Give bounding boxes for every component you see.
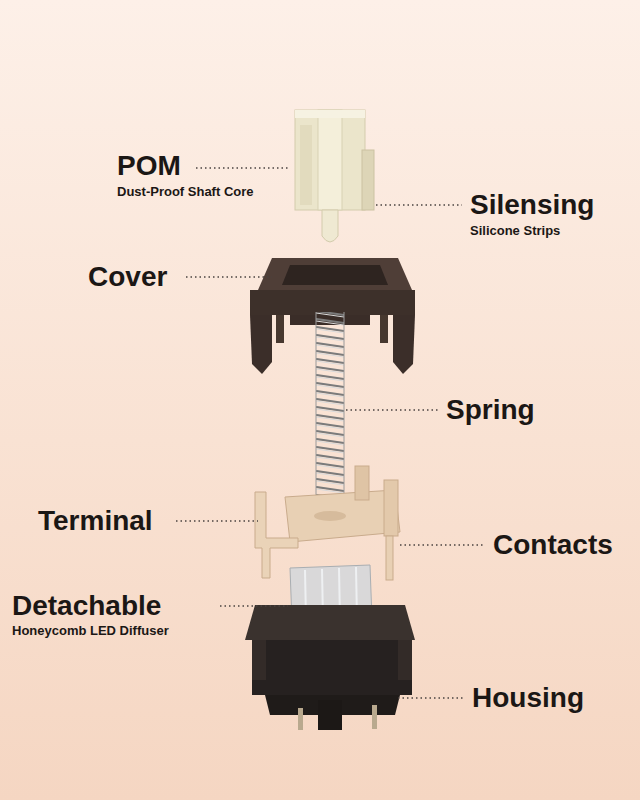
spring-seat [314, 511, 346, 521]
contacts [255, 466, 400, 580]
part-name: POM [117, 150, 181, 182]
contact-leaf [384, 480, 398, 536]
cover-leg [250, 315, 272, 374]
part-note: Dust-Proof Shaft Core [117, 185, 254, 200]
housing-clip [398, 640, 412, 680]
cover-top [258, 258, 412, 290]
part-name: Silensing [470, 189, 594, 221]
leader-line [400, 544, 485, 545]
part-name: Contacts [493, 529, 613, 561]
leader-line [186, 276, 272, 277]
housing-pin [372, 705, 377, 729]
part-note: Honeycomb LED Diffuser [12, 624, 169, 639]
contact-plate [285, 490, 400, 542]
stem-top [295, 110, 365, 118]
part-name: Detachable [12, 590, 161, 622]
spring-coils [316, 312, 344, 518]
leader-line [346, 409, 438, 410]
contact-pin [386, 536, 393, 580]
housing-body [252, 640, 412, 695]
leader-line [176, 520, 258, 521]
part-name: Terminal [38, 505, 153, 537]
cover-leg [393, 315, 415, 374]
cover-front [250, 290, 415, 315]
silicone-strip [362, 150, 374, 210]
leader-line [196, 167, 290, 168]
part-name: Spring [446, 394, 535, 426]
cover-clip [380, 315, 388, 343]
cover-hole [282, 265, 388, 285]
spring-edge [316, 312, 317, 518]
part-name: Cover [88, 261, 167, 293]
stem-pin [322, 210, 338, 242]
leader-line [398, 697, 464, 698]
cover-clip [276, 315, 284, 343]
housing-rim [245, 605, 415, 640]
stem-rib [300, 125, 312, 205]
housing-clip [252, 640, 266, 680]
stem-cross [318, 110, 342, 210]
spring-edge [344, 312, 345, 518]
housing-pin [298, 708, 303, 730]
part-note: Silicone Strips [470, 224, 560, 239]
leader-line [220, 605, 288, 606]
part-name: Housing [472, 682, 584, 714]
housing-post [318, 700, 342, 730]
housing [245, 605, 415, 730]
terminal-pin [255, 492, 298, 578]
leader-line [376, 204, 462, 205]
leader-lines [176, 168, 485, 698]
spring [316, 312, 344, 518]
stem [295, 110, 374, 242]
stem-body [295, 110, 365, 210]
contact-leaf [355, 466, 369, 500]
